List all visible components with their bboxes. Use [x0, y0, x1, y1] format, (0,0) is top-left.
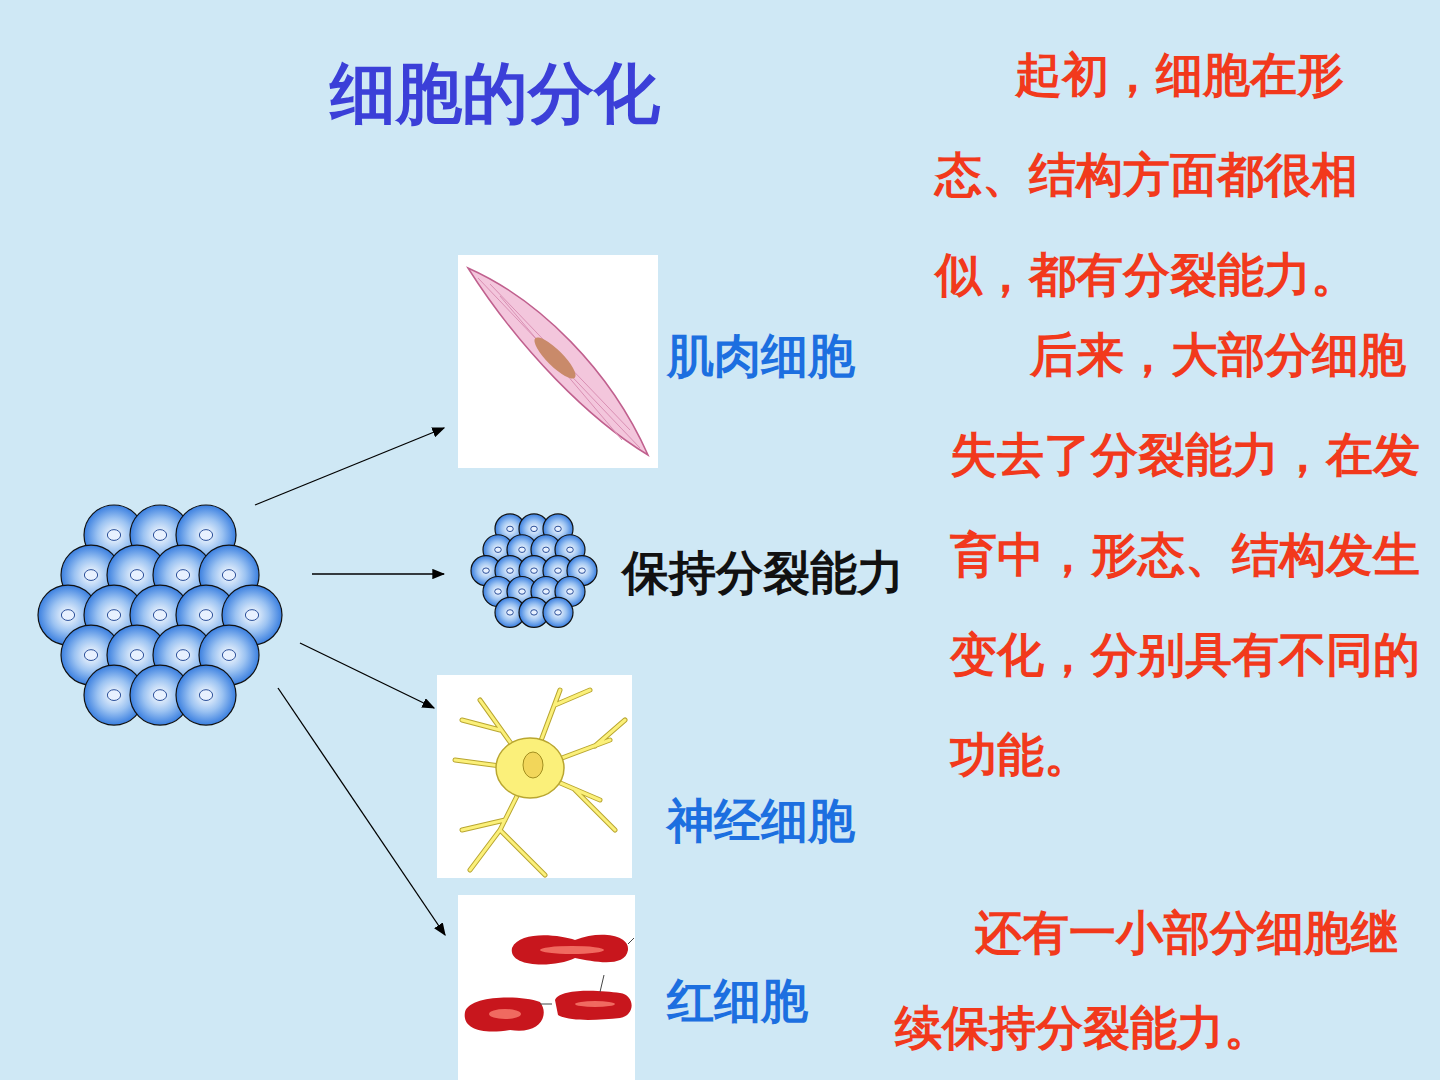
nucleus [222, 570, 235, 581]
nucleus [84, 650, 97, 661]
nucleus [107, 690, 120, 701]
nucleus [531, 526, 538, 531]
nucleus [176, 570, 189, 581]
nucleus [543, 589, 550, 594]
note-text: 起初，细胞在形态、结构方面都很相似，都有分裂能力。 [935, 25, 1435, 325]
nucleus [555, 526, 562, 531]
note-text: 后来，大部分细胞失去了分裂能力，在发育中，形态、结构发生变化，分别具有不同的功能… [950, 305, 1420, 805]
nucleus [579, 568, 586, 573]
cell [176, 665, 236, 725]
dividing-cells [471, 514, 597, 628]
nerve-cell-picture [437, 675, 632, 878]
diagram-title: 细胞的分化 [330, 58, 660, 131]
cell [543, 597, 573, 627]
nucleus [543, 547, 550, 552]
nucleus [483, 568, 490, 573]
nucleus [519, 589, 526, 594]
muscle-cell-picture [458, 255, 658, 468]
nucleus [107, 610, 120, 621]
cell-name: 红细胞 [667, 973, 808, 1029]
nucleus [153, 530, 166, 541]
nucleus [153, 610, 166, 621]
nucleus [519, 547, 526, 552]
nucleus [531, 610, 538, 615]
arrows [255, 428, 445, 935]
nucleus [245, 610, 258, 621]
nucleus [199, 530, 212, 541]
nucleus [107, 530, 120, 541]
cell-name: 肌肉细胞 [667, 328, 855, 384]
nucleus [61, 610, 74, 621]
nucleus [555, 610, 562, 615]
nucleus [495, 589, 502, 594]
cell-name: 神经细胞 [667, 793, 855, 849]
nucleus [507, 526, 514, 531]
nucleus [176, 650, 189, 661]
nucleus [153, 690, 166, 701]
nucleus [84, 570, 97, 581]
cell-label: 保持分裂能力 [622, 545, 904, 601]
nucleus [222, 650, 235, 661]
nucleus [567, 589, 574, 594]
nucleus [130, 570, 143, 581]
red-blood-cell-picture [458, 895, 635, 1080]
nucleus [199, 690, 212, 701]
nucleus [495, 547, 502, 552]
nucleus [507, 610, 514, 615]
nucleus [130, 650, 143, 661]
nucleus [199, 610, 212, 621]
nucleus [507, 568, 514, 573]
nucleus [531, 568, 538, 573]
nucleus [555, 568, 562, 573]
nucleus [567, 547, 574, 552]
note-text: 还有一小部分细胞继续保持分裂能力。 [895, 885, 1425, 1075]
cell-cluster [38, 505, 282, 725]
